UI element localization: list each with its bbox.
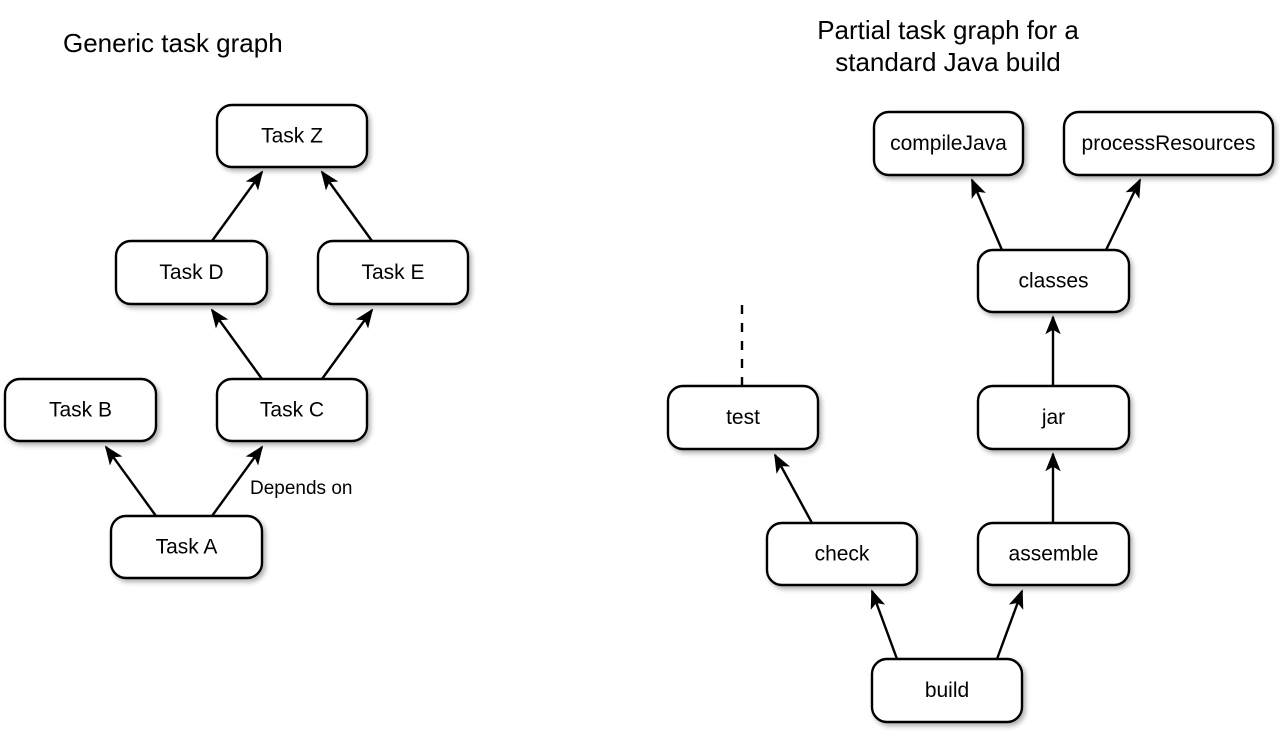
node-box-taskA[interactable] <box>109 514 264 580</box>
node-label-compileJava: compileJava <box>890 132 1007 155</box>
node-box-taskZ[interactable] <box>215 103 369 169</box>
node-taskZ[interactable]: Task Z <box>215 103 369 169</box>
edge-taskD-to-taskZ <box>211 170 264 242</box>
node-label-classes: classes <box>1018 270 1088 293</box>
node-box-compileJava[interactable] <box>872 110 1025 177</box>
node-label-processResources: processResources <box>1082 132 1256 155</box>
node-label-taskE: Task E <box>361 261 424 284</box>
node-label-taskB: Task B <box>49 399 112 422</box>
node-taskB[interactable]: Task B <box>3 377 158 443</box>
edge-taskA-to-taskB <box>104 445 157 517</box>
node-label-taskD: Task D <box>159 261 223 284</box>
edge-taskE-to-taskZ <box>320 170 373 242</box>
edge-build-to-check <box>870 589 899 660</box>
node-label-test: test <box>726 406 760 429</box>
graph-title-line: Partial task graph for a <box>817 15 1079 45</box>
graph-title-generic-task-graph: Generic task graph <box>63 28 283 58</box>
edge-taskC-to-taskD <box>210 308 263 380</box>
edge-classes-to-compileJava <box>970 178 1004 251</box>
node-classes[interactable]: classes <box>976 248 1131 314</box>
node-processResources[interactable]: processResources <box>1062 110 1275 177</box>
node-box-check[interactable] <box>765 521 919 587</box>
node-box-build[interactable] <box>870 657 1024 724</box>
edge-classes-to-processResources <box>1104 178 1142 251</box>
node-assemble[interactable]: assemble <box>976 521 1131 587</box>
node-taskC[interactable]: Task C <box>215 377 369 443</box>
node-taskA[interactable]: Task A <box>109 514 264 580</box>
node-box-taskE[interactable] <box>316 239 470 306</box>
node-box-taskD[interactable] <box>114 239 269 306</box>
graph-title-line: Generic task graph <box>63 28 283 58</box>
nodes-layer: Task Z Task D Task E Task B Task C Task A comp… <box>3 103 1275 724</box>
node-taskD[interactable]: Task D <box>114 239 269 306</box>
node-label-taskZ: Task Z <box>261 125 323 148</box>
node-label-taskA: Task A <box>156 536 218 559</box>
node-box-taskC[interactable] <box>215 377 369 443</box>
titles-layer: Generic task graph Partial task graph for… <box>63 15 1079 77</box>
edge-taskC-to-taskE <box>321 308 374 380</box>
node-box-jar[interactable] <box>976 384 1131 451</box>
node-compileJava[interactable]: compileJava <box>872 110 1025 177</box>
edges-layer <box>104 170 1142 660</box>
node-label-check: check <box>815 543 870 566</box>
node-box-processResources[interactable] <box>1062 110 1275 177</box>
node-label-build: build <box>925 679 969 702</box>
node-box-assemble[interactable] <box>976 521 1131 587</box>
edge-labels-layer: Depends on <box>250 478 352 499</box>
edge-build-to-assemble <box>995 589 1024 660</box>
node-build[interactable]: build <box>870 657 1024 724</box>
edge-label-depends-on: Depends on <box>250 478 352 499</box>
edge-check-to-test <box>773 453 814 524</box>
node-box-test[interactable] <box>666 384 820 451</box>
node-box-classes[interactable] <box>976 248 1131 314</box>
node-box-taskB[interactable] <box>3 377 158 443</box>
node-jar[interactable]: jar <box>976 384 1131 451</box>
node-test[interactable]: test <box>666 384 820 451</box>
edge-taskA-to-taskC <box>211 445 264 517</box>
graph-title-line: standard Java build <box>835 47 1060 77</box>
node-label-taskC: Task C <box>260 399 324 422</box>
node-label-jar: jar <box>1041 406 1065 429</box>
node-check[interactable]: check <box>765 521 919 587</box>
node-taskE[interactable]: Task E <box>316 239 470 306</box>
node-label-assemble: assemble <box>1009 543 1099 566</box>
